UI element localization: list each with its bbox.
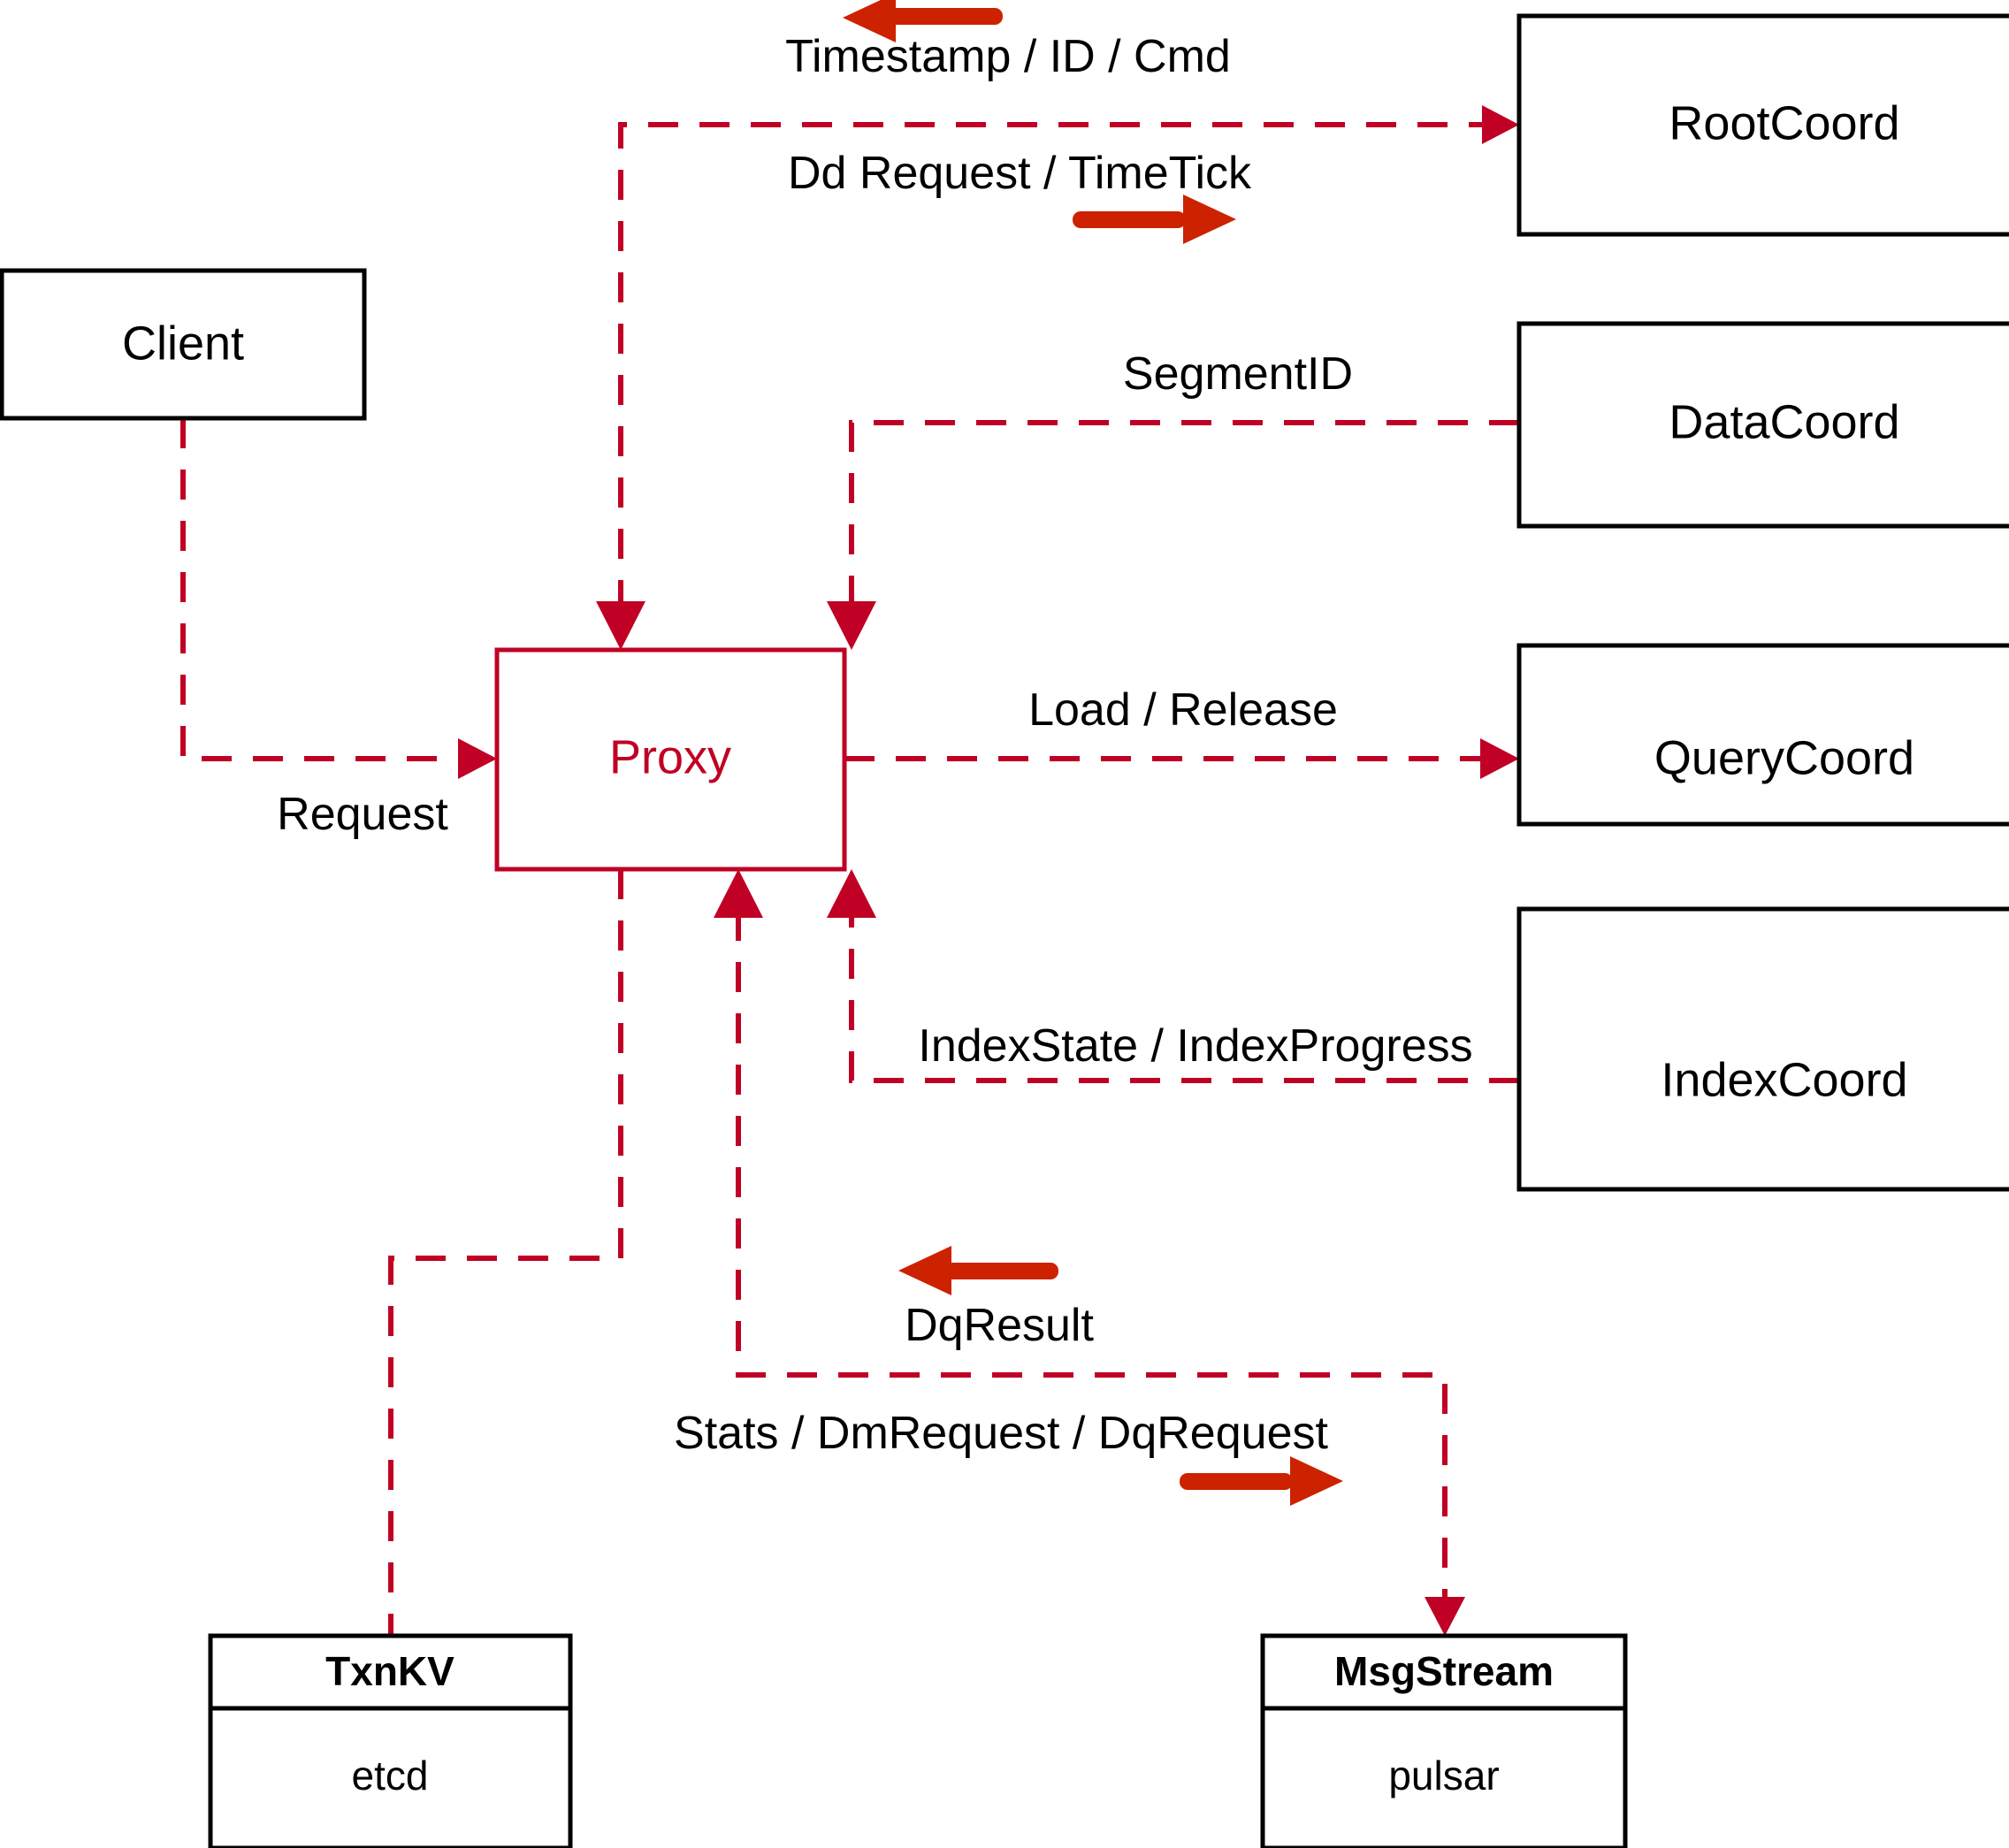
client-label: Client <box>122 317 244 370</box>
edge-dd-request-timetick: Dd Request / TimeTick <box>788 148 1252 244</box>
edge-label-timestamp-id-cmd: Timestamp / ID / Cmd <box>785 31 1231 82</box>
rootcoord-box <box>1516 13 2009 237</box>
flow-datacoord-to-proxy <box>849 420 1519 610</box>
edge-label-dd-request-timetick: Dd Request / TimeTick <box>788 148 1252 199</box>
node-msgstream[interactable]: MsgStream pulsar <box>1260 1633 1628 1848</box>
datacoord-label: DataCoord <box>1669 395 1899 448</box>
node-rootcoord[interactable]: RootCoord <box>1516 13 2009 237</box>
txnkv-title: TxnKV <box>325 1648 455 1694</box>
arrowhead-rootcoord <box>1482 105 1519 144</box>
edge-label-stats-dmrequest-dqrequest: Stats / DmRequest / DqRequest <box>674 1408 1328 1459</box>
direction-arrow-right-ddrequest <box>1073 195 1236 244</box>
node-indexcoord[interactable]: IndexCoord <box>1516 906 2009 1192</box>
node-client[interactable]: Client <box>0 268 367 421</box>
edge-dqresult: DqResult <box>898 1246 1094 1351</box>
rootcoord-label: RootCoord <box>1669 96 1899 149</box>
querycoord-box <box>1516 643 2009 827</box>
node-querycoord[interactable]: QueryCoord <box>1516 643 2009 827</box>
datacoord-box <box>1516 321 2009 529</box>
indexcoord-box <box>1516 906 2009 1192</box>
msgstream-impl: pulsar <box>1388 1753 1499 1798</box>
arrowhead-msgstream <box>1425 1597 1465 1636</box>
flow-proxy-to-rootcoord <box>618 122 1503 610</box>
txnkv-box <box>208 1633 573 1848</box>
edge-label-indexstate-indexprogress: IndexState / IndexProgress <box>918 1020 1472 1072</box>
edge-label-request: Request <box>277 789 448 840</box>
querycoord-label: QueryCoord <box>1654 731 1914 784</box>
edge-label-segmentid: SegmentID <box>1123 348 1353 400</box>
arrowhead-proxy-bottom-right <box>827 869 876 918</box>
flow-proxy-txnkv <box>388 869 623 1636</box>
node-proxy[interactable]: Proxy <box>494 647 847 872</box>
msgstream-box <box>1260 1633 1628 1848</box>
arrowhead-proxy-left <box>458 738 497 779</box>
direction-arrow-left-timestamp <box>843 0 1003 42</box>
arrowhead-querycoord <box>1480 738 1519 779</box>
indexcoord-label: IndexCoord <box>1661 1053 1907 1106</box>
direction-arrow-left-dqresult <box>898 1246 1058 1295</box>
arrowhead-proxy-top-right <box>827 601 876 650</box>
msgstream-title: MsgStream <box>1334 1648 1554 1694</box>
arrowhead-proxy-top-left <box>596 601 645 650</box>
node-txnkv[interactable]: TxnKV etcd <box>208 1633 573 1848</box>
edge-stats-dmrequest-dqrequest: Stats / DmRequest / DqRequest <box>674 1408 1343 1506</box>
direction-arrow-right-stats <box>1180 1456 1343 1506</box>
proxy-label: Proxy <box>609 730 731 783</box>
flow-proxy-msgstream <box>736 911 1448 1620</box>
proxy-box <box>494 647 847 872</box>
flow-indexcoord-to-proxy <box>849 911 1519 1083</box>
edge-label-dqresult: DqResult <box>905 1300 1094 1351</box>
txnkv-impl: etcd <box>352 1753 429 1798</box>
edge-timestamp-id-cmd: Timestamp / ID / Cmd <box>785 0 1231 82</box>
edge-label-load-release: Load / Release <box>1028 684 1338 736</box>
client-box <box>0 268 367 421</box>
flow-client-to-proxy <box>180 418 482 761</box>
node-datacoord[interactable]: DataCoord <box>1516 321 2009 529</box>
arrowhead-proxy-bottom-middle <box>714 869 763 918</box>
